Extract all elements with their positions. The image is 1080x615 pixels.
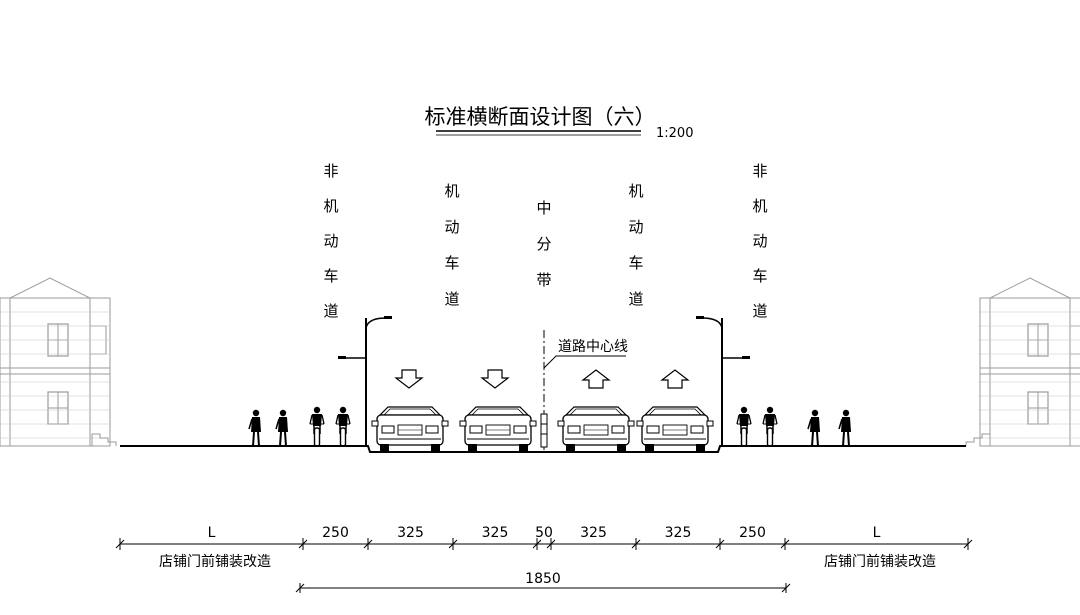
dimension-tick-slash: [963, 539, 973, 549]
dimension-tick-slash: [363, 539, 373, 549]
dimension-tick-slash: [715, 539, 725, 549]
lane-label-motor-left: 机动车道: [444, 182, 459, 308]
car-icon: [459, 406, 537, 453]
arrow-down-icon: [394, 369, 424, 389]
dimension-segment-label: 325: [580, 525, 607, 541]
total-width-label: 1850: [525, 571, 561, 587]
lane-label-non-motor-right: 非机动车道: [752, 162, 767, 320]
pedestrian-icon: [248, 408, 262, 447]
pedestrian-icon: [838, 408, 852, 447]
pedestrian-icon: [807, 408, 821, 447]
dimension-tick-slash: [780, 539, 790, 549]
dimension-tick-slash: [532, 539, 542, 549]
dimension-segment-label: 325: [397, 525, 424, 541]
dimension-tick-slash: [631, 539, 641, 549]
dimension-segment-label: 325: [482, 525, 509, 541]
dimension-segment-label: 325: [665, 525, 692, 541]
total-dimension-line: [295, 583, 791, 593]
cyclist-icon: [309, 406, 325, 447]
dimension-labels: L 250 325 325 50 325 325 250 L: [208, 525, 881, 541]
scale-label: 1:200: [656, 126, 693, 141]
road-surface: [120, 445, 966, 453]
car-icon: [557, 406, 635, 453]
car-icon: [636, 406, 714, 453]
pedestrian-icon: [275, 408, 289, 447]
dimension-tick-slash: [298, 539, 308, 549]
dimension-segment-label: 50: [535, 525, 553, 541]
building-left: [0, 277, 117, 447]
dimension-segment-label: 250: [322, 525, 349, 541]
lane-label-median: 中分带: [536, 199, 551, 289]
car-icon: [371, 406, 449, 453]
centerline-label: 道路中心线: [558, 339, 628, 355]
cyclist-icon: [736, 406, 752, 447]
dimension-segment-label: L: [873, 525, 881, 541]
cyclist-icon: [335, 406, 351, 447]
centerline-leader: [543, 355, 626, 369]
median-post: [540, 413, 548, 448]
arrow-up-icon: [581, 369, 611, 389]
dimension-segment-label: 250: [739, 525, 766, 541]
dimension-tick-slash: [115, 539, 125, 549]
arrow-down-icon: [480, 369, 510, 389]
dimension-line: [115, 538, 973, 550]
drawing-title: 标准横断面设计图（六）: [425, 105, 656, 129]
building-right: [965, 277, 1080, 447]
lane-label-motor-right: 机动车道: [628, 182, 643, 308]
dimension-segment-label: L: [208, 525, 216, 541]
arrow-up-icon: [660, 369, 690, 389]
lane-label-non-motor-left: 非机动车道: [323, 162, 338, 320]
cyclist-icon: [762, 406, 778, 447]
dimension-tick-slash: [546, 539, 556, 549]
shop-note-left: 店铺门前铺装改造: [159, 553, 271, 570]
shop-note-right: 店铺门前铺装改造: [824, 553, 936, 570]
dimension-tick-slash: [448, 539, 458, 549]
